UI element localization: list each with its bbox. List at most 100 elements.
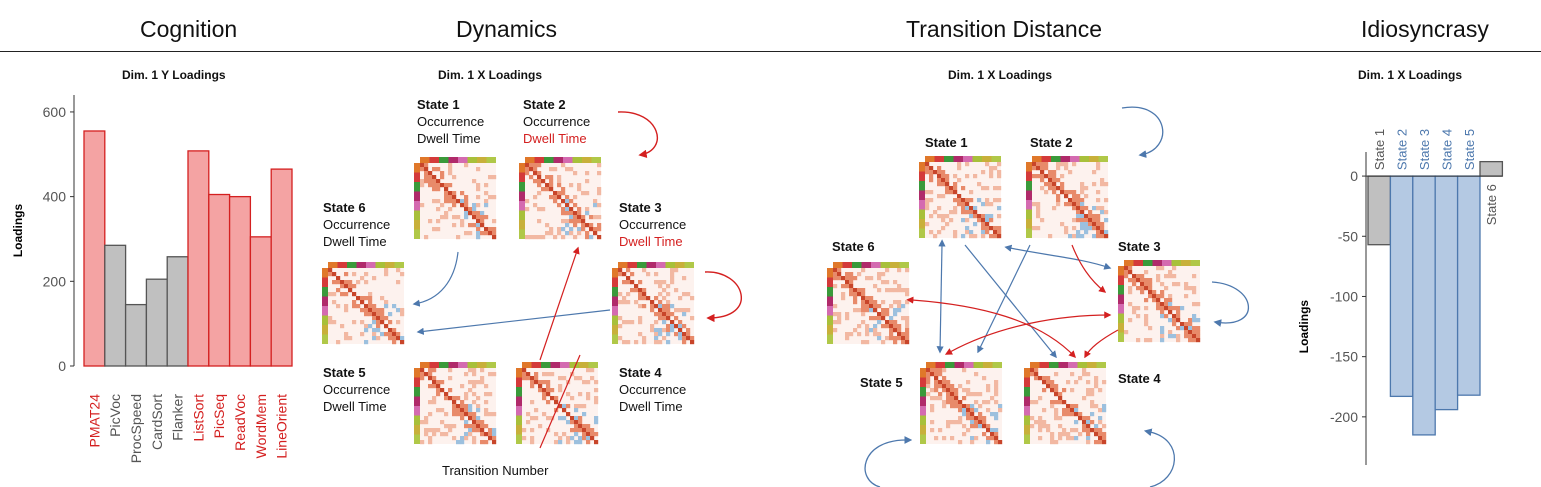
idio-y-tick-label: -100: [1330, 288, 1358, 304]
cog-category-label: PicVoc: [107, 394, 123, 437]
idio-bar: [1412, 175, 1436, 436]
trans-matrix-state-5: [920, 362, 1003, 445]
dyn-matrix-state-6: [322, 262, 405, 345]
connectivity-matrix-graphic: [516, 362, 599, 445]
cognition-title: Cognition: [140, 16, 238, 42]
trans-arrow-3-4: [1084, 329, 1119, 359]
connectivity-matrix-graphic: [920, 362, 1003, 445]
dyn-arrow-3-6: [416, 309, 611, 335]
cog-category-label: CardSort: [149, 394, 165, 450]
cog-bar: [124, 303, 148, 367]
trans-state-2-label: State 2: [1030, 135, 1073, 150]
dyn-matrix-state-5: [414, 362, 497, 445]
trans-matrix-state-4: [1024, 362, 1107, 445]
dyn-matrix-state-4: [516, 362, 599, 445]
cog-category-label: ListSort: [190, 394, 206, 442]
idio-y-tick-label: -50: [1338, 228, 1358, 244]
dyn-matrix-state-2: [519, 157, 602, 240]
cog-y-tick-label: 0: [58, 358, 66, 374]
idio-category-label: State 2: [1395, 129, 1410, 170]
cog-bar: [166, 256, 189, 367]
idio-y-axis-label: Loadings: [1297, 300, 1311, 354]
trans-arrow-5-3: [944, 311, 1112, 355]
cognition-subtitle: Dim. 1 Y Loadings: [122, 68, 226, 82]
dynamics-subtitle: Dim. 1 X Loadings: [438, 68, 543, 82]
idiosyncrasy-title: Idiosyncrasy: [1361, 16, 1489, 42]
trans-arrow-6-4: [906, 296, 1076, 359]
trans-arrow-1-4: [964, 244, 1057, 359]
trans-matrix-state-3: [1118, 260, 1201, 343]
cog-category-label: Flanker: [170, 394, 186, 441]
dyn-arrow-3-self: [704, 271, 742, 323]
dyn-arrow-2-self: [617, 111, 658, 159]
trans-matrix-state-6: [827, 262, 910, 345]
cog-bar: [249, 236, 272, 367]
cog-category-label: ReadVoc: [232, 394, 248, 451]
cog-category-label: WordMem: [253, 394, 269, 458]
title-divider: [0, 51, 1541, 52]
connectivity-matrix-graphic: [414, 362, 497, 445]
trans-arrow-1-5: [936, 239, 946, 354]
trans-arrow-2-3: [1071, 244, 1107, 293]
connectivity-matrix-graphic: [1118, 260, 1201, 343]
connectivity-matrix-graphic: [919, 156, 1002, 239]
idio-y-tick-label: -150: [1330, 349, 1358, 365]
idiosyncrasy-bar-chart: 0 -50 -100 -150 -200 Loadings State 1 State 2 St…: [1297, 129, 1504, 465]
trans-state-5-label: State 5: [860, 375, 903, 390]
cog-bar: [145, 278, 168, 367]
trans-arrow-4-self: [1143, 428, 1175, 487]
trans-arrow-2-5: [977, 244, 1031, 354]
cog-y-tick-label: 600: [43, 104, 67, 120]
cog-category-label: ProcSpeed: [128, 394, 144, 463]
connectivity-matrix-graphic: [1026, 156, 1109, 239]
cog-bar: [187, 150, 210, 367]
cog-category-label: PicSeq: [211, 394, 227, 438]
idio-bar: [1389, 175, 1414, 398]
cog-bar: [104, 244, 127, 367]
connectivity-matrix-graphic: [827, 262, 910, 345]
idio-bar: [1456, 175, 1481, 396]
connectivity-matrix-graphic: [612, 262, 695, 345]
dyn-arrow-5-2: [539, 246, 580, 361]
trans-state-4-label: State 4: [1118, 371, 1161, 386]
connectivity-matrix-graphic: [519, 157, 602, 240]
dyn-matrix-state-1: [414, 157, 497, 240]
cog-y-axis-label: Loadings: [11, 204, 25, 258]
connectivity-matrix-graphic: [1024, 362, 1107, 445]
trans-arrow-3-self: [1211, 281, 1250, 327]
cog-y-tick-label: 200: [43, 273, 67, 289]
idio-bar: [1367, 175, 1392, 246]
dyn-footer-label: Transition Number: [442, 463, 549, 478]
cog-bar: [208, 193, 231, 367]
cog-bar: [270, 168, 293, 367]
idio-category-label: State 5: [1462, 129, 1477, 170]
idio-y-tick-label: 0: [1350, 168, 1358, 184]
connectivity-matrix-graphic: [322, 262, 405, 345]
dynamics-title: Dynamics: [456, 16, 557, 42]
trans-arrow-1-3: [1004, 244, 1112, 270]
cog-category-label: LineOrient: [274, 394, 290, 459]
cog-bar: [228, 195, 252, 367]
connectivity-matrix-graphic: [414, 157, 497, 240]
trans-arrow-5-self: [864, 436, 913, 487]
cog-category-label: PMAT24: [86, 394, 102, 448]
cog-bar: [83, 130, 106, 367]
trans-matrix-state-2: [1026, 156, 1109, 239]
trans-state-6-label: State 6: [832, 239, 875, 254]
idio-category-label: State 3: [1417, 129, 1432, 170]
trans-state-1-label: State 1: [925, 135, 968, 150]
idio-bar: [1479, 160, 1504, 177]
idiosyncrasy-subtitle: Dim. 1 X Loadings: [1358, 68, 1463, 82]
idio-category-label: State 6: [1484, 184, 1499, 225]
idio-category-label: State 1: [1372, 129, 1387, 170]
idio-y-tick-label: -200: [1330, 409, 1358, 425]
trans-matrix-state-1: [919, 156, 1002, 239]
trans-state-3-label: State 3: [1118, 239, 1161, 254]
transition-subtitle: Dim. 1 X Loadings: [948, 68, 1053, 82]
